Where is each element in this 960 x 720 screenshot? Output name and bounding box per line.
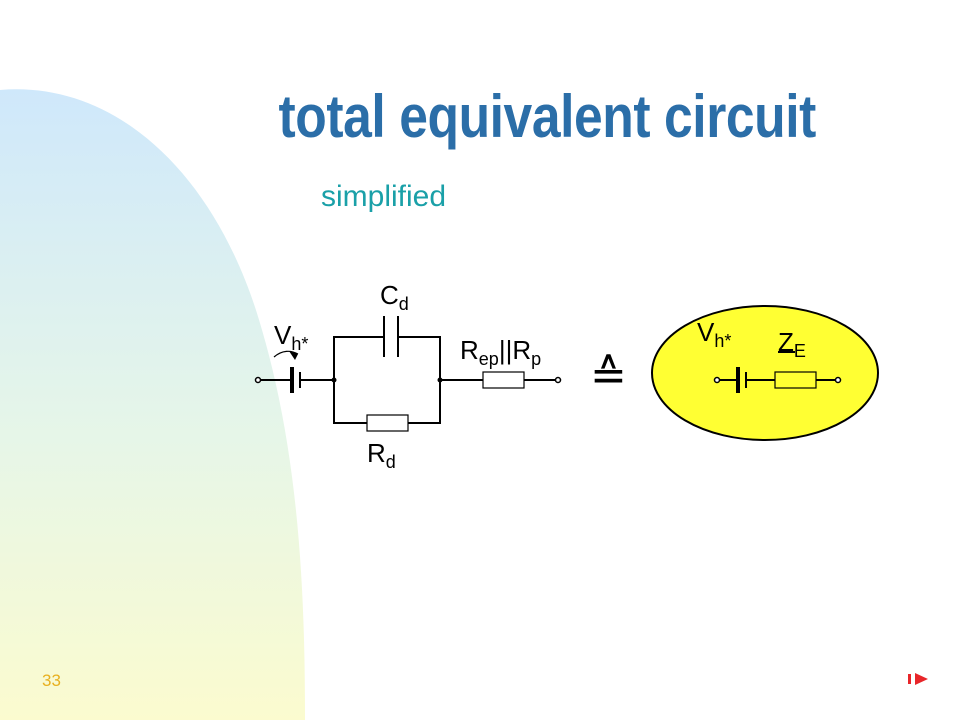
input-terminal [254, 376, 262, 384]
equivalent-ellipse [651, 305, 879, 441]
eq-source-label: Vh* [697, 317, 731, 351]
capacitor [383, 316, 399, 357]
slide-title: total equivalent circuit [278, 83, 817, 150]
slide-number: 33 [42, 671, 61, 690]
source-arrow-icon [273, 350, 299, 360]
eq-output-terminal [834, 376, 842, 384]
next-arrow-icon [908, 673, 928, 685]
resistor-series [482, 371, 525, 389]
output-terminal [554, 376, 562, 384]
series-resistor-label: Rep||Rp [460, 335, 541, 369]
eq-impedance-label: ZE [778, 327, 806, 361]
capacitor-label: Cd [380, 280, 409, 314]
resistor-rd [366, 414, 409, 432]
parallel-branch-wires [333, 336, 441, 424]
resistor-rd-label: Rd [367, 438, 396, 472]
voltage-source [290, 367, 301, 393]
equivalence-symbol: ≙ [590, 351, 627, 400]
source-label: Vh* [274, 320, 308, 354]
slide-subtitle: simplified [321, 180, 447, 213]
next-slide-button[interactable] [906, 670, 930, 688]
eq-input-terminal [713, 376, 721, 384]
